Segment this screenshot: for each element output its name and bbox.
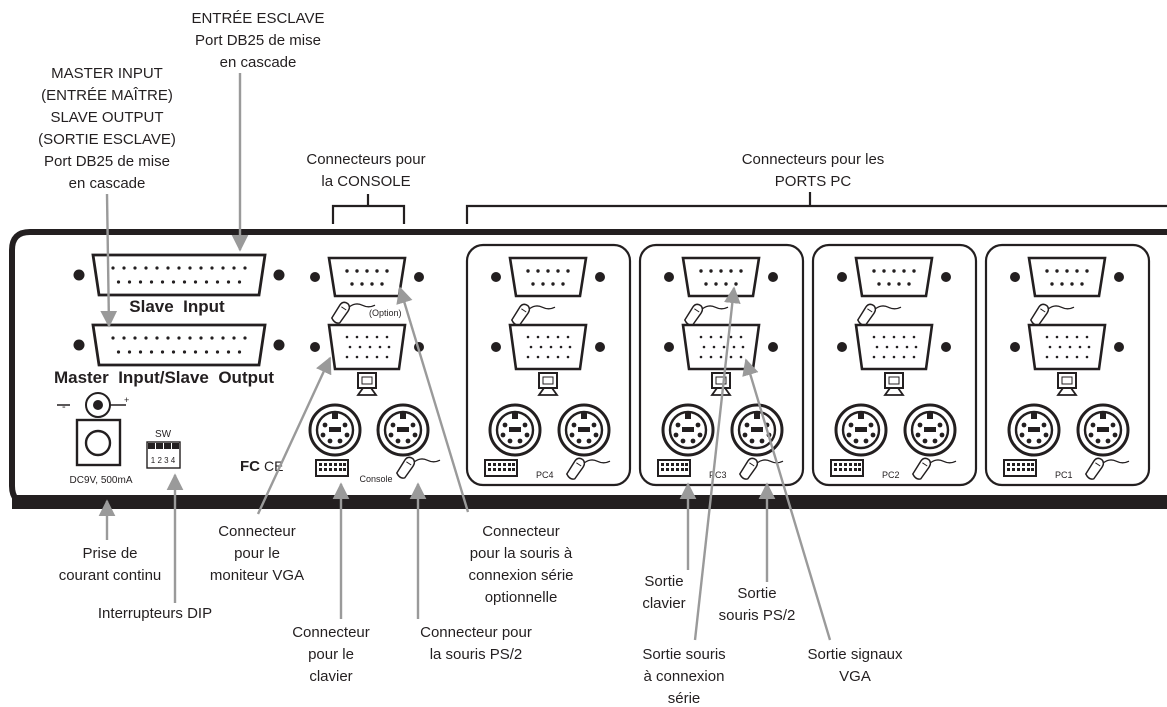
svg-text:Interrupteurs DIP: Interrupteurs DIP [98, 605, 212, 622]
callout-master-slave: MASTER INPUT(ENTRÉE MAÎTRE)SLAVE OUTPUT(… [38, 65, 176, 192]
pc2-label: PC2 [882, 470, 900, 480]
arrow-vga-monitor [256, 356, 332, 515]
svg-text:+: + [124, 395, 129, 405]
option-label: (Option) [369, 308, 402, 318]
pc1-keyboard-icon [1003, 459, 1037, 477]
arrow-vga-out [742, 358, 832, 641]
pc1-mouse-ps2 [1076, 403, 1130, 457]
pc2-keyboard-ps2 [834, 403, 888, 457]
pc4-label: PC4 [536, 470, 554, 480]
pc4-keyboard-ps2 [488, 403, 542, 457]
pc2-keyboard-icon [830, 459, 864, 477]
leader-arrows [98, 73, 832, 641]
sw-numbers: 1 2 3 4 [151, 456, 176, 465]
pc2-mouse-ps2 [903, 403, 957, 457]
pc3-label: PC3 [709, 470, 727, 480]
sw-label: SW [155, 429, 172, 440]
pc3-keyboard-icon [657, 459, 691, 477]
pc3-mouse-ps2 [730, 403, 784, 457]
port-box-pc4: PC4 [465, 243, 632, 487]
arrow-master-output [100, 193, 118, 328]
pc1-keyboard-ps2 [1007, 403, 1061, 457]
port-box-pc3: PC3 [638, 243, 805, 487]
arrow-serial-mouse-opt [396, 286, 470, 513]
console-mouse-ps2 [376, 403, 430, 457]
console-label: Console [359, 474, 392, 484]
console-keyboard-ps2 [308, 403, 362, 457]
arrow-serial-out [693, 286, 741, 641]
slave-input-db25 [72, 253, 286, 297]
pc1-label: PC1 [1055, 470, 1073, 480]
dc-power-jack: - + [57, 392, 129, 467]
svg-text:-: - [62, 401, 66, 413]
power-rating-label: DC9V, 500mA [70, 475, 133, 486]
port-box-pc2: PC2 [811, 243, 978, 487]
console-bracket [331, 194, 406, 224]
callout-dip-switches: Interrupteurs DIP [98, 605, 212, 622]
pc-ports-bracket [465, 192, 1167, 224]
svg-text:MASTER INPUT(ENTRÉE MAÎTRE)SLA: MASTER INPUT(ENTRÉE MAÎTRE)SLAVE OUTPUT(… [38, 65, 176, 192]
console-keyboard-icon [315, 459, 349, 477]
dip-switch-block [146, 441, 181, 469]
pc4-keyboard-icon [484, 459, 518, 477]
slave-input-label: Slave Input [129, 297, 225, 316]
pc3-keyboard-ps2 [661, 403, 715, 457]
master-output-label: Master Input/Slave Output [54, 368, 274, 387]
fcc-mark: FC [240, 458, 260, 475]
pc4-mouse-ps2 [557, 403, 611, 457]
port-box-pc1: PC1 [984, 243, 1151, 487]
master-slave-db25 [72, 323, 286, 367]
